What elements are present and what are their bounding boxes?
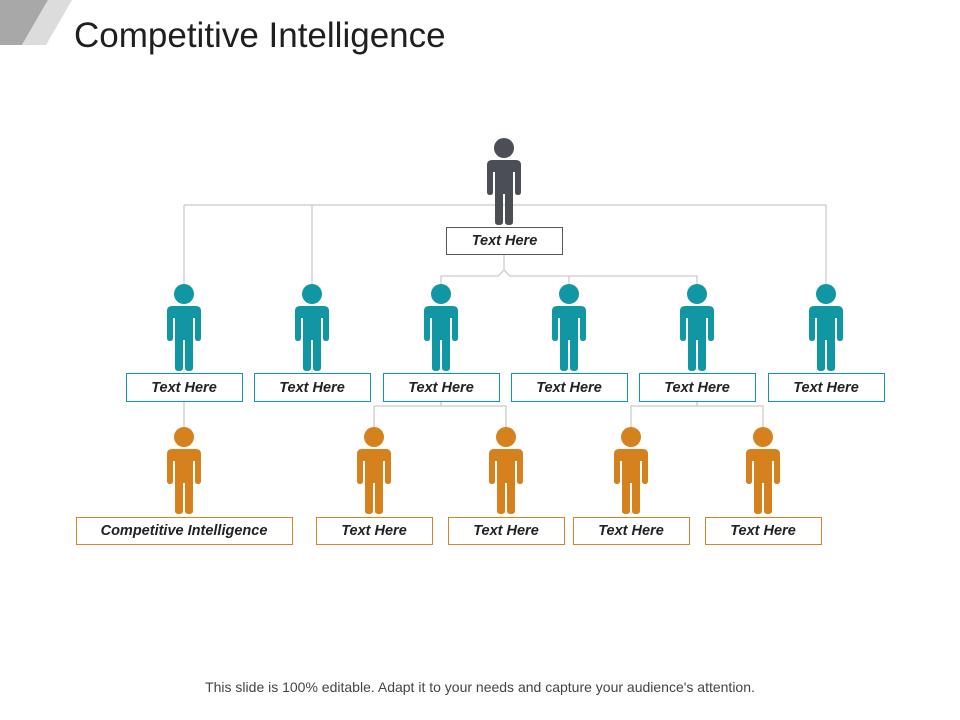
root-label-box: Text Here <box>446 227 563 255</box>
level2-label-box: Text Here <box>704 517 822 545</box>
level2-label-box: Text Here <box>447 517 565 545</box>
person-icon <box>746 427 780 514</box>
person-icon <box>424 284 458 371</box>
person-icon <box>552 284 586 371</box>
footer-note: This slide is 100% editable. Adapt it to… <box>205 679 755 695</box>
person-icon <box>295 284 329 371</box>
person-icon <box>487 138 521 225</box>
level1-label-box: Text Here <box>253 373 371 402</box>
level2-label-box: Text Here <box>315 517 433 545</box>
person-icon <box>167 284 201 371</box>
connector-root-inner <box>440 255 505 286</box>
person-icon <box>680 284 714 371</box>
level1-label-box: Text Here <box>125 373 243 402</box>
person-icon <box>357 427 391 514</box>
level1-label-box: Text Here <box>510 373 628 402</box>
connector-l1-5-children-right <box>696 402 764 428</box>
person-icon <box>489 427 523 514</box>
level2-label-box: Text Here <box>572 517 690 545</box>
people-icons <box>167 138 843 514</box>
connector-root-inner-right <box>503 269 698 286</box>
person-icon <box>614 427 648 514</box>
level1-label-box: Text Here <box>638 373 756 402</box>
level1-label-box: Text Here <box>767 373 885 402</box>
slide-title: Competitive Intelligence <box>74 16 446 55</box>
level1-label-box: Text Here <box>382 373 500 402</box>
connector-l1-5-children <box>630 402 698 428</box>
level2-label-box: Competitive Intelligence <box>75 517 293 545</box>
connector-l1-3-children <box>373 402 442 428</box>
corner-decoration <box>0 0 72 45</box>
connector-l1-3-children-right <box>440 402 507 428</box>
person-icon <box>809 284 843 371</box>
person-icon <box>167 427 201 514</box>
